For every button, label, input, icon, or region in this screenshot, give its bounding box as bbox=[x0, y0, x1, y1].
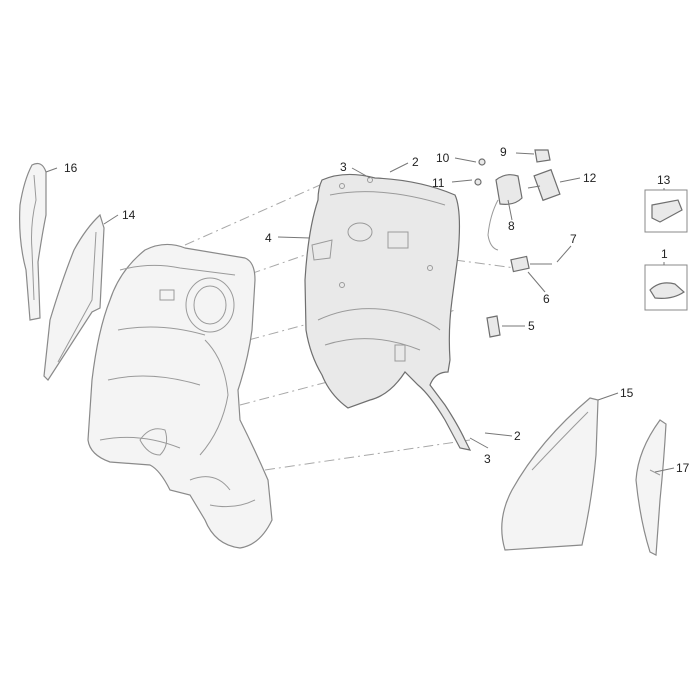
inner-panel bbox=[304, 173, 472, 451]
leader-lines bbox=[45, 152, 675, 473]
part-16-side-strip bbox=[19, 162, 47, 321]
part-6-bracket bbox=[510, 255, 552, 273]
callout-1: 1 bbox=[661, 247, 668, 261]
callout-6: 6 bbox=[543, 292, 550, 306]
part-14-panel bbox=[43, 213, 105, 381]
callout-labels: 16 14 3 2 4 10 11 9 12 8 7 6 5 13 1 15 2… bbox=[64, 145, 690, 475]
switch-assembly bbox=[474, 149, 561, 251]
leg-shield-body bbox=[87, 243, 273, 549]
callout-10: 10 bbox=[436, 151, 450, 165]
part-17-strip bbox=[635, 419, 667, 556]
boxed-part-13 bbox=[644, 189, 688, 233]
callout-2-top: 2 bbox=[412, 155, 419, 169]
callout-3-bottom: 3 bbox=[484, 452, 491, 466]
callout-3-top: 3 bbox=[340, 160, 347, 174]
callout-4: 4 bbox=[265, 231, 272, 245]
callout-15: 15 bbox=[620, 386, 634, 400]
callout-5: 5 bbox=[528, 319, 535, 333]
callout-11: 11 bbox=[432, 176, 445, 190]
callout-16: 16 bbox=[64, 161, 78, 175]
part-15-panel bbox=[501, 397, 599, 551]
callout-17: 17 bbox=[676, 461, 690, 475]
callout-12: 12 bbox=[583, 171, 597, 185]
part-5-clip bbox=[486, 315, 501, 338]
callout-13: 13 bbox=[657, 173, 671, 187]
callout-2-bottom: 2 bbox=[514, 429, 521, 443]
callout-8: 8 bbox=[508, 219, 515, 233]
callout-9: 9 bbox=[500, 145, 507, 159]
callout-14: 14 bbox=[122, 208, 136, 222]
boxed-part-1 bbox=[644, 264, 688, 311]
callout-7: 7 bbox=[570, 232, 577, 246]
